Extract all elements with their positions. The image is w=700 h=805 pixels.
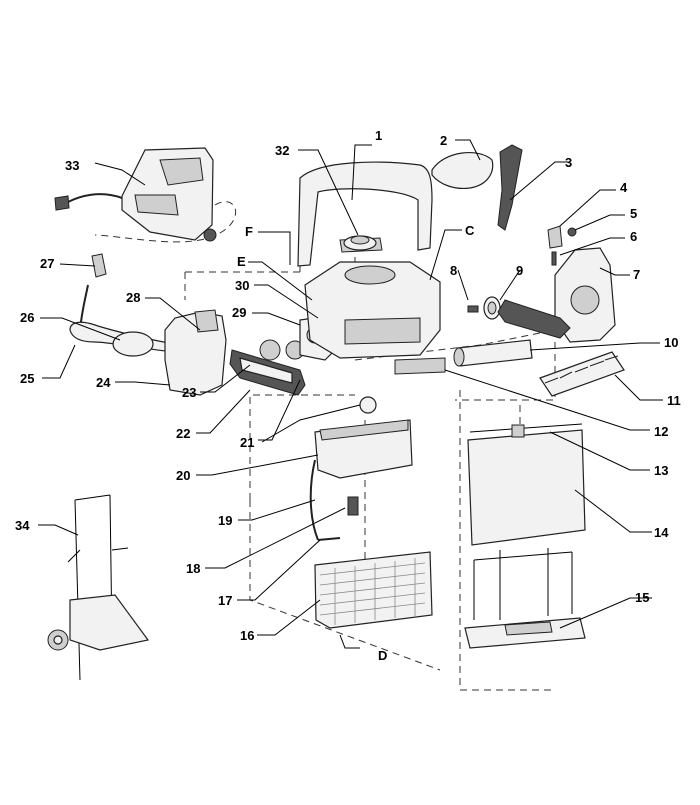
part-21 — [359, 396, 377, 414]
callout-E: E — [237, 254, 246, 269]
callout-15: 15 — [635, 590, 649, 605]
callout-17: 17 — [218, 593, 232, 608]
pulley-parts-8-9 — [467, 296, 501, 320]
callout-19: 19 — [218, 513, 232, 528]
filter-bag-13-14 — [467, 423, 586, 546]
callout-F: F — [245, 224, 253, 239]
caddy-cart-34 — [47, 494, 150, 681]
callout-28: 28 — [126, 290, 140, 305]
drive-track-right — [497, 299, 571, 339]
callout-30: 30 — [235, 278, 249, 293]
brush-11 — [539, 351, 625, 397]
filter-container-20 — [309, 396, 413, 541]
side-panel-24 — [164, 309, 227, 396]
drive-tracks-22-23 — [229, 339, 306, 396]
callout-2: 2 — [440, 133, 447, 148]
callout-25: 25 — [20, 371, 34, 386]
callout-3: 3 — [565, 155, 572, 170]
impeller-cap-32 — [343, 235, 377, 251]
connector-27 — [91, 253, 107, 278]
callout-32: 32 — [275, 143, 289, 158]
callout-20: 20 — [176, 468, 190, 483]
cable-swivel-parts — [69, 253, 176, 357]
callout-5: 5 — [630, 206, 637, 221]
callout-13: 13 — [654, 463, 668, 478]
callout-18: 18 — [186, 561, 200, 576]
callout-16: 16 — [240, 628, 254, 643]
roller-10 — [453, 339, 533, 367]
callout-D: D — [378, 648, 387, 663]
callout-9: 9 — [516, 263, 523, 278]
side-plate-4-7 — [547, 225, 616, 343]
callout-C: C — [465, 223, 475, 238]
callout-23: 23 — [182, 385, 196, 400]
filter-basket-16 — [314, 551, 433, 629]
diffuser-12 — [394, 357, 446, 375]
cover-2 — [431, 152, 494, 190]
callout-26: 26 — [20, 310, 34, 325]
callout-7: 7 — [633, 267, 640, 282]
callout-labels: 1 2 3 4 5 6 7 8 9 10 11 12 13 14 15 16 1… — [15, 128, 681, 663]
callout-33: 33 — [65, 158, 79, 173]
callout-10: 10 — [664, 335, 678, 350]
callout-1: 1 — [375, 128, 382, 143]
callout-22: 22 — [176, 426, 190, 441]
callout-4: 4 — [620, 180, 628, 195]
callout-12: 12 — [654, 424, 668, 439]
callout-8: 8 — [450, 263, 457, 278]
callout-24: 24 — [96, 375, 111, 390]
callout-11: 11 — [667, 393, 681, 408]
valve-parts-17-18 — [317, 496, 359, 541]
callout-21: 21 — [240, 435, 254, 450]
handle-1 — [297, 161, 433, 267]
callout-27: 27 — [40, 256, 54, 271]
callout-34: 34 — [15, 518, 30, 533]
power-supply-33 — [54, 147, 217, 242]
cover-parts-2-3 — [431, 144, 523, 231]
latch-3 — [497, 144, 523, 231]
filter-frame-15 — [464, 548, 586, 649]
callout-29: 29 — [232, 305, 246, 320]
callout-14: 14 — [654, 525, 669, 540]
leader-lines — [38, 139, 663, 649]
robot-main-body — [304, 261, 446, 375]
callout-6: 6 — [630, 229, 637, 244]
swivel-26 — [112, 331, 154, 357]
